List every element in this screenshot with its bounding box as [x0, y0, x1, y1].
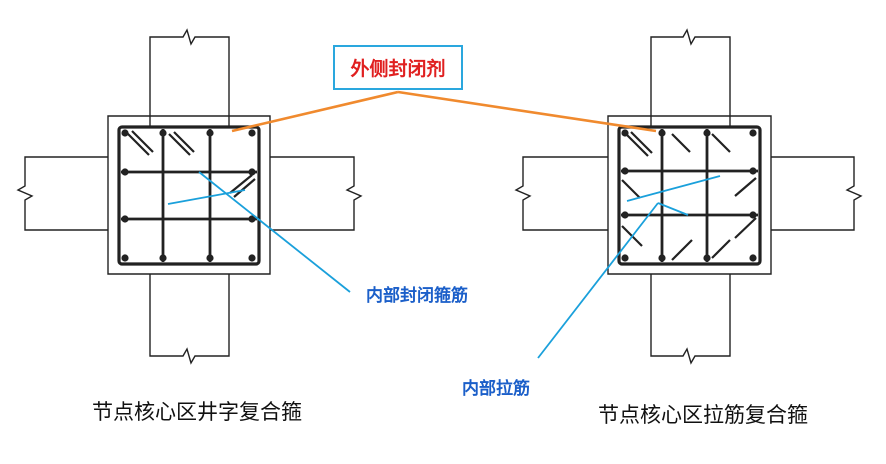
right-joint-core [608, 116, 771, 274]
left-beam-left [18, 157, 108, 230]
sealant-leaders [231, 90, 657, 133]
inner-tie-label: 内部拉筋 [462, 379, 530, 399]
right-column-top [651, 30, 730, 128]
left-beam-right [270, 157, 361, 230]
left-joint-core [108, 116, 270, 274]
right-rebar-dots [621, 129, 757, 262]
left-joint [18, 30, 361, 363]
right-joint [516, 30, 861, 363]
right-column-bottom [651, 274, 730, 363]
left-column-bottom [150, 274, 229, 363]
right-outer-hoop [619, 127, 760, 264]
left-outer-hoop [119, 127, 259, 264]
right-beam-right [771, 157, 861, 230]
right-caption: 节点核心区拉筋复合箍 [598, 403, 808, 427]
sealant-label: 外侧封闭剂 [350, 58, 446, 80]
right-beam-left [516, 157, 608, 230]
left-rebar-dots [121, 129, 256, 262]
sealant-label-box: 外侧封闭剂 [333, 45, 463, 90]
left-caption: 节点核心区井字复合箍 [92, 400, 302, 424]
inner-leaders [167, 171, 721, 359]
left-column-top [150, 30, 229, 128]
inner-hoop-label: 内部封闭箍筋 [366, 286, 468, 306]
